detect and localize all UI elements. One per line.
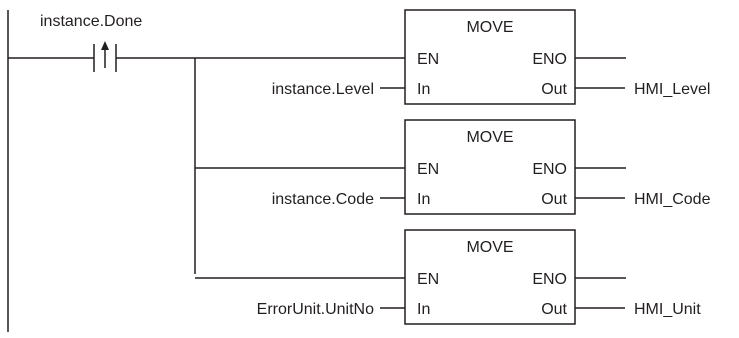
input-variable-label: instance.Level [272, 81, 374, 98]
output-variable-label: HMI_Level [634, 81, 710, 98]
move-block-1[interactable]: MOVE EN ENO In Out instance.Level HMI_Level [195, 9, 710, 105]
eno-label: ENO [532, 161, 567, 178]
en-label: EN [417, 51, 439, 68]
rising-edge-contact-icon[interactable] [8, 41, 195, 72]
in-label: In [417, 191, 430, 208]
rising-edge-arrow-icon [101, 41, 109, 50]
block-name: MOVE [466, 239, 513, 256]
eno-label: ENO [532, 51, 567, 68]
in-label: In [417, 81, 430, 98]
out-label: Out [541, 191, 567, 208]
out-label: Out [541, 301, 567, 318]
contact-variable-label: instance.Done [40, 13, 142, 30]
move-block-3[interactable]: MOVE EN ENO In Out ErrorUnit.UnitNo HMI_Unit [195, 229, 701, 325]
move-block-box [404, 119, 576, 215]
in-label: In [417, 301, 430, 318]
output-variable-label: HMI_Code [634, 191, 711, 208]
move-block-box [404, 229, 576, 325]
block-name: MOVE [466, 129, 513, 146]
move-block-2[interactable]: MOVE EN ENO In Out instance.Code HMI_Code [195, 119, 711, 215]
input-variable-label: ErrorUnit.UnitNo [257, 301, 374, 318]
out-label: Out [541, 81, 567, 98]
output-variable-label: HMI_Unit [634, 301, 701, 318]
eno-label: ENO [532, 271, 567, 288]
input-variable-label: instance.Code [272, 191, 374, 208]
move-block-box [404, 9, 576, 105]
block-name: MOVE [466, 19, 513, 36]
en-label: EN [417, 161, 439, 178]
en-label: EN [417, 271, 439, 288]
